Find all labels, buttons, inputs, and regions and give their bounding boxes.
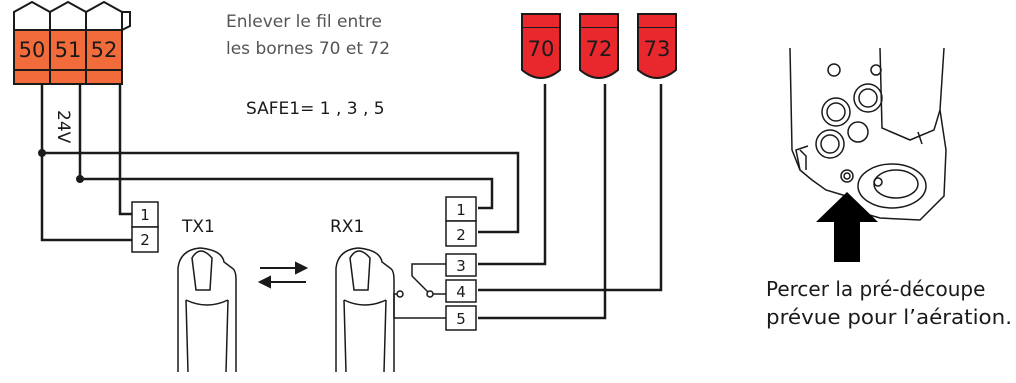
tx-terminal-2: 2	[140, 231, 150, 249]
terminal-label-50: 50	[19, 38, 46, 62]
terminal-label-72: 72	[586, 37, 613, 61]
caption-line-1: Percer la pré-découpe	[766, 277, 985, 301]
tx-device	[177, 247, 237, 373]
note-line-1: Enlever le fil entre	[226, 12, 382, 32]
terminal-block-left: 50 51 52	[13, 0, 131, 85]
voltage-label: 24V	[53, 110, 73, 144]
wire-73-rx4	[478, 84, 663, 292]
terminal-block-right: 70 72 73	[521, 13, 677, 79]
rx-terminal-5: 5	[456, 310, 466, 328]
terminal-52	[85, 0, 131, 85]
relay-contact-icon	[393, 263, 446, 319]
terminal-72	[579, 13, 619, 79]
wire-70-rx3	[478, 84, 547, 266]
tx-label: TX1	[181, 217, 215, 237]
safe-label: SAFE1= 1 , 3 , 5	[246, 99, 385, 119]
bidirectional-arrows-icon	[257, 261, 309, 289]
wiring	[40, 84, 663, 320]
terminal-70	[521, 13, 561, 79]
wire-72-rx5	[478, 84, 607, 320]
terminal-label-73: 73	[644, 37, 671, 61]
note-line-2: les bornes 70 et 72	[226, 39, 390, 59]
wire-junctions	[38, 149, 84, 183]
terminal-73	[637, 13, 677, 79]
terminal-label-52: 52	[91, 38, 118, 62]
up-arrow-icon	[816, 192, 878, 262]
terminal-label-51: 51	[55, 38, 82, 62]
rx-terminal-2: 2	[456, 226, 466, 244]
caption-line-2: prévue pour l’aération.	[766, 305, 1012, 329]
tx-terminal-box: 1 2	[131, 201, 159, 253]
rx-terminal-4: 4	[456, 283, 466, 301]
tx-terminal-1: 1	[140, 206, 150, 224]
rx-device	[335, 247, 395, 373]
housing-illustration	[789, 47, 947, 221]
wire-52-tx1	[118, 84, 132, 216]
rx-terminal-1: 1	[456, 201, 466, 219]
wire-50-rx2	[42, 151, 520, 234]
wire-51-rx1	[78, 84, 494, 210]
rx-terminal-box: 1 2 3 4 5	[445, 196, 477, 331]
terminal-label-70: 70	[528, 37, 555, 61]
rx-label: RX1	[330, 217, 364, 237]
rx-terminal-3: 3	[456, 257, 466, 275]
wire-50-tx2	[40, 84, 132, 242]
